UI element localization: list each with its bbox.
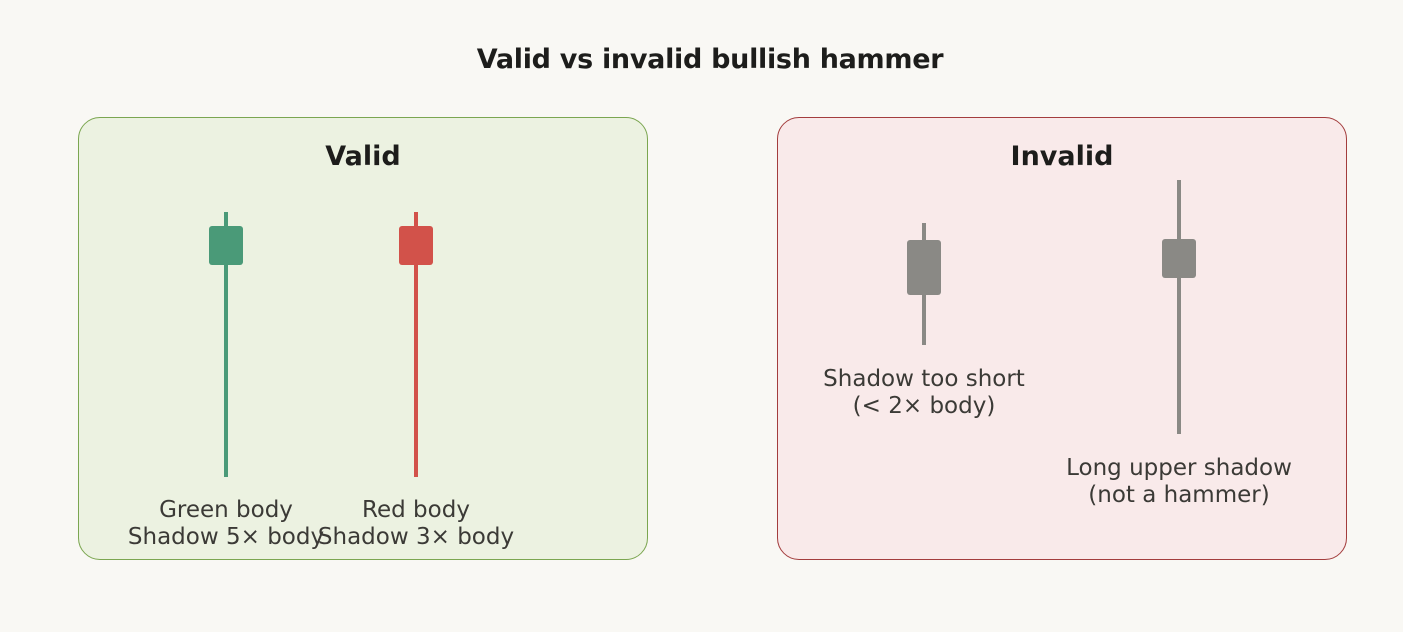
invalid-panel-title: Invalid — [1010, 141, 1114, 172]
valid-panel: Valid — [78, 117, 648, 560]
green-candle-caption: Green body Shadow 5× body — [128, 497, 324, 551]
long-upper-shadow-caption-line2: (not a hammer) — [1088, 482, 1270, 508]
invalid-panel: Invalid — [777, 117, 1347, 560]
diagram-title: Valid vs invalid bullish hammer — [476, 44, 944, 75]
red-candle-caption: Red body Shadow 3× body — [318, 497, 514, 551]
red-candle-caption-line2: Shadow 3× body — [317, 524, 515, 550]
short-shadow-caption: Shadow too short (< 2× body) — [823, 366, 1025, 420]
red-candle-caption-line1: Red body — [362, 497, 470, 523]
green-candle-caption-line2: Shadow 5× body — [127, 524, 325, 550]
green-candle-caption-line1: Green body — [159, 497, 293, 523]
short-shadow-caption-line1: Shadow too short — [823, 366, 1025, 392]
long-upper-shadow-caption-line1: Long upper shadow — [1066, 455, 1292, 481]
short-shadow-caption-line2: (< 2× body) — [852, 393, 996, 419]
valid-panel-title: Valid — [325, 141, 401, 172]
long-upper-shadow-caption: Long upper shadow (not a hammer) — [1066, 455, 1292, 509]
